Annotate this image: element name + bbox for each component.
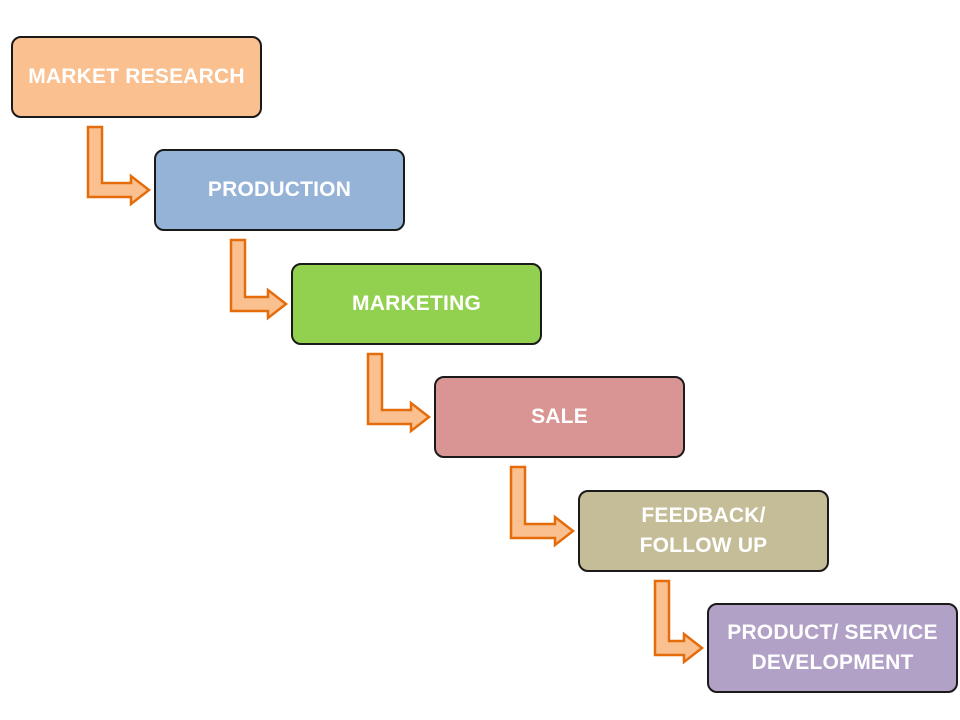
step-feedback-follow-up: FEEDBACK/ FOLLOW UP (578, 490, 829, 572)
step-market-research: MARKET RESEARCH (11, 36, 262, 118)
bent-arrow-icon (653, 579, 705, 665)
step-label: PRODUCT/ SERVICE DEVELOPMENT (727, 621, 938, 674)
bent-arrow-shape (509, 465, 576, 548)
step-product-service-development: PRODUCT/ SERVICE DEVELOPMENT (707, 603, 958, 693)
step-sale: SALE (434, 376, 685, 458)
bent-arrow-shape (229, 238, 289, 321)
step-label: FEEDBACK/ FOLLOW UP (639, 504, 768, 557)
step-label: MARKETING (352, 292, 481, 315)
bent-arrow-icon (366, 352, 432, 434)
step-label: MARKET RESEARCH (28, 65, 245, 88)
step-production: PRODUCTION (154, 149, 405, 231)
bent-arrow-icon (86, 125, 152, 207)
bent-arrow-icon (229, 238, 289, 321)
bent-arrow-shape (86, 125, 152, 207)
step-label: SALE (531, 405, 588, 428)
bent-arrow-shape (366, 352, 432, 434)
step-marketing: MARKETING (291, 263, 542, 345)
step-label: PRODUCTION (207, 178, 352, 201)
bent-arrow-icon (509, 465, 576, 548)
bent-arrow-shape (653, 579, 705, 665)
